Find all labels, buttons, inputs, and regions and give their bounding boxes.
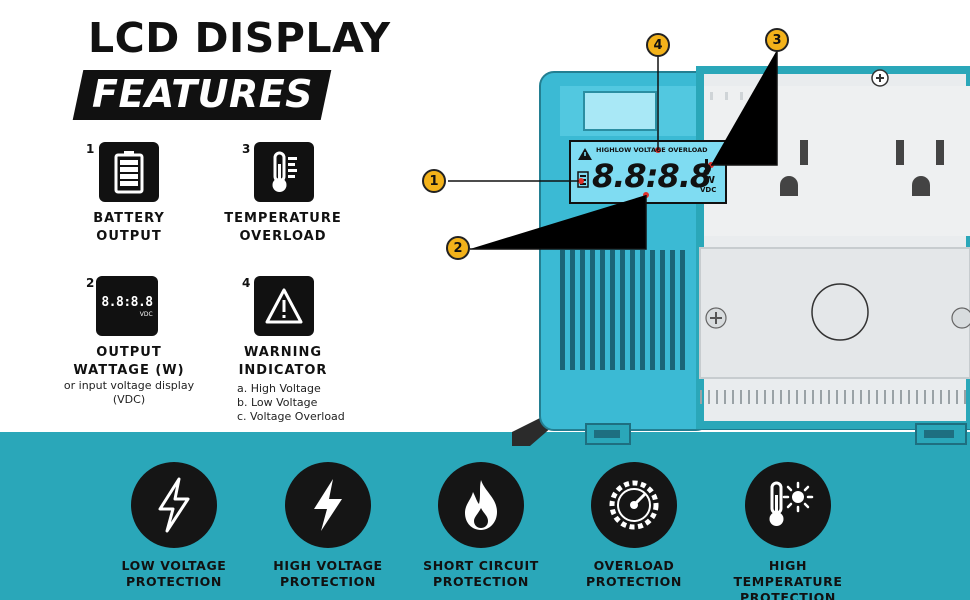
lcd-unit-vdc: VDC [700,186,717,194]
lcd-unit-w: W [704,175,716,186]
callout-2: 2 [446,236,470,260]
flame-icon [438,462,524,548]
thermometer-sun-icon [745,462,831,548]
feature-number: 1 [86,142,95,156]
feature-sublabel: or input voltage display(VDC) [63,379,195,406]
battery-icon [99,142,159,202]
lcd-top-text: HIGHLOW VOLTAGE OVERLOAD [596,146,708,154]
callout-4: 4 [646,33,670,57]
callout-3: 3 [765,28,789,52]
feature-number: 4 [242,276,251,290]
gauge-gear-icon [591,462,677,548]
lcd-digits-icon: 8.8:8.8 VDC [96,276,158,336]
thermometer-icon [254,142,314,202]
feature-number: 2 [86,276,95,290]
feature-number: 3 [242,142,251,156]
high-voltage-bolt-icon [285,462,371,548]
callout-1: 1 [422,169,446,193]
lcd-digits: 8.8:8.8 [592,157,712,195]
low-voltage-bolt-icon [131,462,217,548]
title-lcd-display: LCD DISPLAY [88,14,391,62]
title-features: FEATURES [92,72,314,116]
warning-icon [254,276,314,336]
